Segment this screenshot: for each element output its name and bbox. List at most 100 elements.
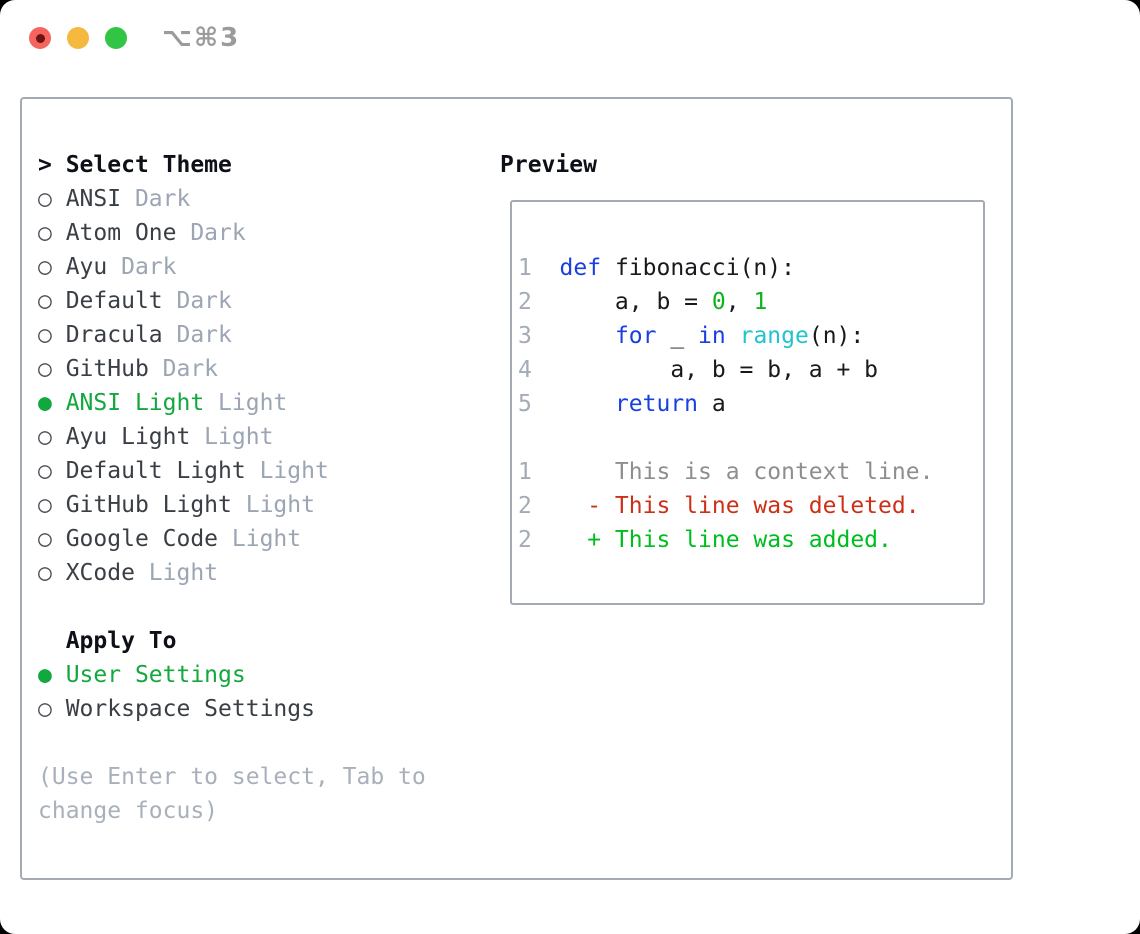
- titlebar: ⌥⌘3: [0, 0, 1140, 76]
- code-segment: a, b =: [559, 289, 712, 315]
- theme-variant-tag: Dark: [162, 288, 232, 314]
- code-segment: [560, 391, 615, 417]
- help-text: (Use Enter to select, Tab to change focus…: [38, 760, 484, 828]
- radio-selected-icon: ●: [38, 390, 66, 416]
- theme-option-default-light[interactable]: ○ Default Light Light: [38, 454, 484, 488]
- radio-unselected-icon: ○: [38, 322, 66, 348]
- preview-line: 5 return a: [518, 387, 983, 421]
- code-segment: [726, 323, 740, 349]
- theme-option-label: Ayu: [65, 254, 108, 280]
- theme-variant-tag: Light: [245, 458, 329, 484]
- line-number: 2: [518, 289, 560, 315]
- theme-option-label: Atom One: [65, 220, 177, 246]
- select-theme-header: > Select Theme: [38, 148, 484, 182]
- line-number: 1: [518, 255, 560, 281]
- theme-option-label: Default Light: [65, 458, 246, 484]
- theme-variant-tag: Light: [190, 424, 274, 450]
- code-segment: def: [559, 255, 602, 281]
- code-segment: a: [698, 391, 726, 417]
- prompt-caret-icon: >: [38, 152, 66, 178]
- close-dot-icon: [35, 33, 45, 43]
- minimize-button[interactable]: [67, 27, 89, 49]
- line-number: 2: [518, 527, 560, 553]
- theme-variant-tag: Light: [134, 560, 219, 586]
- preview-column: Preview 1 def fibonacci(n): 2 a, b = 0, 1…: [484, 148, 991, 878]
- radio-unselected-icon: ○: [38, 288, 66, 314]
- theme-list: ○ ANSI Dark○ Atom One Dark○ Ayu Dark○ De…: [38, 182, 484, 590]
- code-segment: a, b = b, a + b: [559, 357, 879, 383]
- radio-unselected-icon: ○: [38, 356, 66, 382]
- radio-unselected-icon: ○: [38, 458, 66, 484]
- radio-unselected-icon: ○: [38, 492, 66, 518]
- theme-column: > Select Theme ○ ANSI Dark○ Atom One Dar…: [38, 148, 484, 878]
- theme-option-label: ANSI: [65, 186, 122, 212]
- code-segment: [560, 323, 615, 349]
- apply-option-workspace-settings[interactable]: ○ Workspace Settings: [38, 692, 484, 726]
- theme-option-label: Dracula: [65, 322, 163, 348]
- spacer: [38, 590, 484, 624]
- radio-unselected-icon: ○: [38, 526, 66, 552]
- radio-selected-icon: ●: [38, 662, 66, 688]
- theme-option-label: GitHub: [65, 356, 149, 382]
- theme-option-xcode[interactable]: ○ XCode Light: [38, 556, 484, 590]
- preview-header: Preview: [484, 148, 991, 182]
- code-segment: This is a context line.: [559, 459, 934, 485]
- theme-option-label: GitHub Light: [65, 492, 232, 518]
- theme-option-atom-one[interactable]: ○ Atom One Dark: [38, 216, 484, 250]
- theme-variant-tag: Dark: [162, 322, 232, 348]
- apply-option-label: Workspace Settings: [65, 696, 315, 722]
- preview-line: [518, 421, 983, 455]
- theme-option-ayu[interactable]: ○ Ayu Dark: [38, 250, 484, 284]
- theme-option-label: XCode: [65, 560, 135, 586]
- close-button[interactable]: [29, 27, 51, 49]
- code-segment: fibonacci(n):: [601, 255, 795, 281]
- indent-spacer: [38, 628, 66, 654]
- preview-line: 2 - This line was deleted.: [518, 489, 983, 523]
- theme-option-github[interactable]: ○ GitHub Dark: [38, 352, 484, 386]
- theme-option-dracula[interactable]: ○ Dracula Dark: [38, 318, 484, 352]
- code-segment: ,: [725, 289, 754, 315]
- code-segment: range: [739, 323, 809, 349]
- theme-option-default[interactable]: ○ Default Dark: [38, 284, 484, 318]
- apply-to-list: ● User Settings○ Workspace Settings: [38, 658, 484, 726]
- preview-line: 2 + This line was added.: [518, 523, 983, 557]
- preview-line: 4 a, b = b, a + b: [518, 353, 983, 387]
- theme-option-label: Google Code: [65, 526, 219, 552]
- window-title: ⌥⌘3: [162, 23, 241, 53]
- code-segment: in: [698, 323, 726, 349]
- theme-option-label: Ayu Light: [65, 424, 191, 450]
- line-number: 1: [518, 459, 560, 485]
- help-line: change focus): [38, 798, 219, 824]
- theme-option-label: Default: [65, 288, 163, 314]
- theme-option-ansi[interactable]: ○ ANSI Dark: [38, 182, 484, 216]
- theme-option-github-light[interactable]: ○ GitHub Light Light: [38, 488, 484, 522]
- select-theme-title: Select Theme: [65, 152, 232, 178]
- radio-unselected-icon: ○: [38, 186, 66, 212]
- apply-to-title: Apply To: [65, 628, 177, 654]
- code-segment: 0: [711, 289, 726, 315]
- preview-line: 1 This is a context line.: [518, 455, 983, 489]
- theme-option-ansi-light[interactable]: ● ANSI Light Light: [38, 386, 484, 420]
- line-number: 4: [518, 357, 560, 383]
- theme-option-ayu-light[interactable]: ○ Ayu Light Light: [38, 420, 484, 454]
- preview-title: Preview: [500, 152, 597, 178]
- zoom-button[interactable]: [105, 27, 127, 49]
- theme-option-label: ANSI Light: [65, 390, 205, 416]
- radio-unselected-icon: ○: [38, 254, 66, 280]
- preview-line: 2 a, b = 0, 1: [518, 285, 983, 319]
- line-number: 2: [518, 493, 560, 519]
- theme-variant-tag: Light: [204, 390, 288, 416]
- theme-option-google-code[interactable]: ○ Google Code Light: [38, 522, 484, 556]
- theme-variant-tag: Light: [218, 526, 302, 552]
- code-segment: _: [656, 323, 699, 349]
- radio-unselected-icon: ○: [38, 696, 66, 722]
- help-line: (Use Enter to select, Tab to: [38, 764, 426, 790]
- apply-to-header: Apply To: [38, 624, 484, 658]
- radio-unselected-icon: ○: [38, 560, 66, 586]
- theme-variant-tag: Dark: [148, 356, 219, 382]
- apply-option-user-settings[interactable]: ● User Settings: [38, 658, 484, 692]
- radio-unselected-icon: ○: [38, 220, 66, 246]
